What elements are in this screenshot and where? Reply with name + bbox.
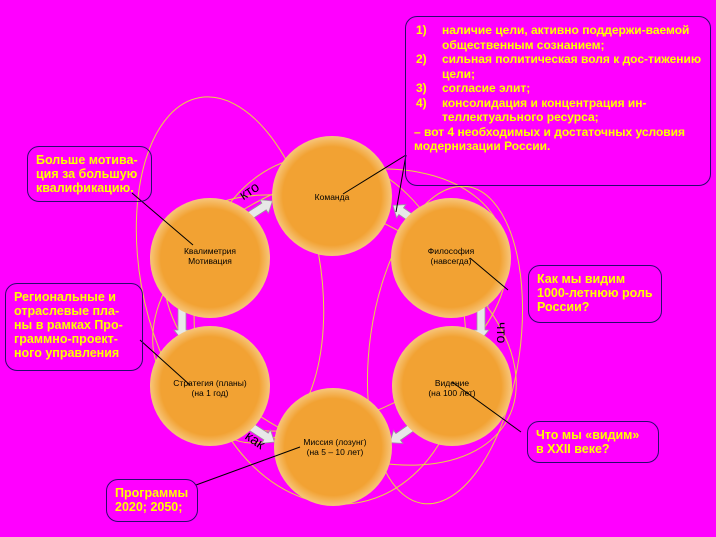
node-strategia[interactable] xyxy=(150,326,270,446)
word-kto: кто xyxy=(236,178,262,203)
label-filosofia-line1: Философия xyxy=(427,246,475,256)
condition-text-3: согласие элит; xyxy=(442,81,531,95)
label-kvalimetria-line1: Квалиметрия xyxy=(183,246,237,256)
ellipse-4 xyxy=(366,185,524,505)
node-kvalimetria[interactable] xyxy=(150,198,270,318)
word-chto: что xyxy=(494,322,510,344)
label-filosofia: Философия (навсегда) xyxy=(396,246,506,266)
label-videnie: Видение (на 100 лет) xyxy=(397,378,507,398)
node-filosofia[interactable] xyxy=(391,198,511,318)
pointer-regional xyxy=(139,339,191,386)
callout-programs: Программы 2020; 2050; xyxy=(106,479,198,522)
condition-num-3: 3) xyxy=(416,81,427,95)
node-videnie[interactable] xyxy=(392,326,512,446)
condition-num-4: 4) xyxy=(416,95,427,110)
condition-text-4: консолидация и концентрация ин-теллектуа… xyxy=(442,95,647,125)
condition-text-2: сильная политическая воля к дос-тижению … xyxy=(442,52,702,81)
label-kvalimetria: Квалиметрия Мотивация xyxy=(155,246,265,266)
node-komanda[interactable] xyxy=(272,136,392,256)
callout-regional-plans: Региональные и отраслевые пла-ны в рамка… xyxy=(5,283,143,371)
pointer-role xyxy=(469,257,509,291)
pointer-programs xyxy=(195,446,301,486)
conditions-list: 1) наличие цели, активно поддержи-ваемой … xyxy=(414,23,702,125)
label-missia-line1: Миссия (лозунг) xyxy=(303,437,367,447)
callout-modernization-conditions: 1) наличие цели, активно поддержи-ваемой … xyxy=(405,16,711,186)
label-strategia-line2: (на 1 год) xyxy=(191,388,229,398)
label-strategia: Стратегия (планы) (на 1 год) xyxy=(155,378,265,398)
condition-item-4: 4) консолидация и концентрация ин-теллект… xyxy=(414,96,702,125)
condition-item-3: 3) согласие элит; xyxy=(414,81,702,96)
label-filosofia-line2: (навсегда) xyxy=(430,256,472,266)
callout-vision-22-century: Что мы «видим» в XXII веке? xyxy=(527,421,659,463)
callout-motivation: Больше мотива-ция за большую квалификаци… xyxy=(27,146,152,202)
conditions-conclusion: – вот 4 необходимых и достаточных услови… xyxy=(414,124,686,154)
label-missia: Миссия (лозунг) (на 5 – 10 лет) xyxy=(280,437,390,457)
pointer-modernization-a xyxy=(342,154,407,195)
cycle-nodes xyxy=(150,136,512,506)
callout-russia-role: Как мы видим 1000-летнюю роль России? xyxy=(528,265,662,323)
label-komanda: Команда xyxy=(277,192,387,202)
pointer-vision xyxy=(451,381,522,433)
label-videnie-line1: Видение xyxy=(434,378,470,388)
condition-num-2: 2) xyxy=(416,52,427,66)
label-komanda-line1: Команда xyxy=(314,192,350,202)
condition-item-2: 2) сильная политическая воля к дос-тижени… xyxy=(414,52,702,81)
node-missia[interactable] xyxy=(274,388,392,506)
condition-item-1: 1) наличие цели, активно поддержи-ваемой … xyxy=(414,23,702,52)
label-missia-line2: (на 5 – 10 лет) xyxy=(306,447,364,457)
label-strategia-line1: Стратегия (планы) xyxy=(173,378,247,388)
label-videnie-line2: (на 100 лет) xyxy=(428,388,476,398)
condition-text-1: наличие цели, активно поддержи-ваемой об… xyxy=(442,23,690,52)
label-kvalimetria-line2: Мотивация xyxy=(188,256,232,266)
condition-num-1: 1) xyxy=(416,23,427,37)
pointer-modernization-b xyxy=(395,154,407,213)
